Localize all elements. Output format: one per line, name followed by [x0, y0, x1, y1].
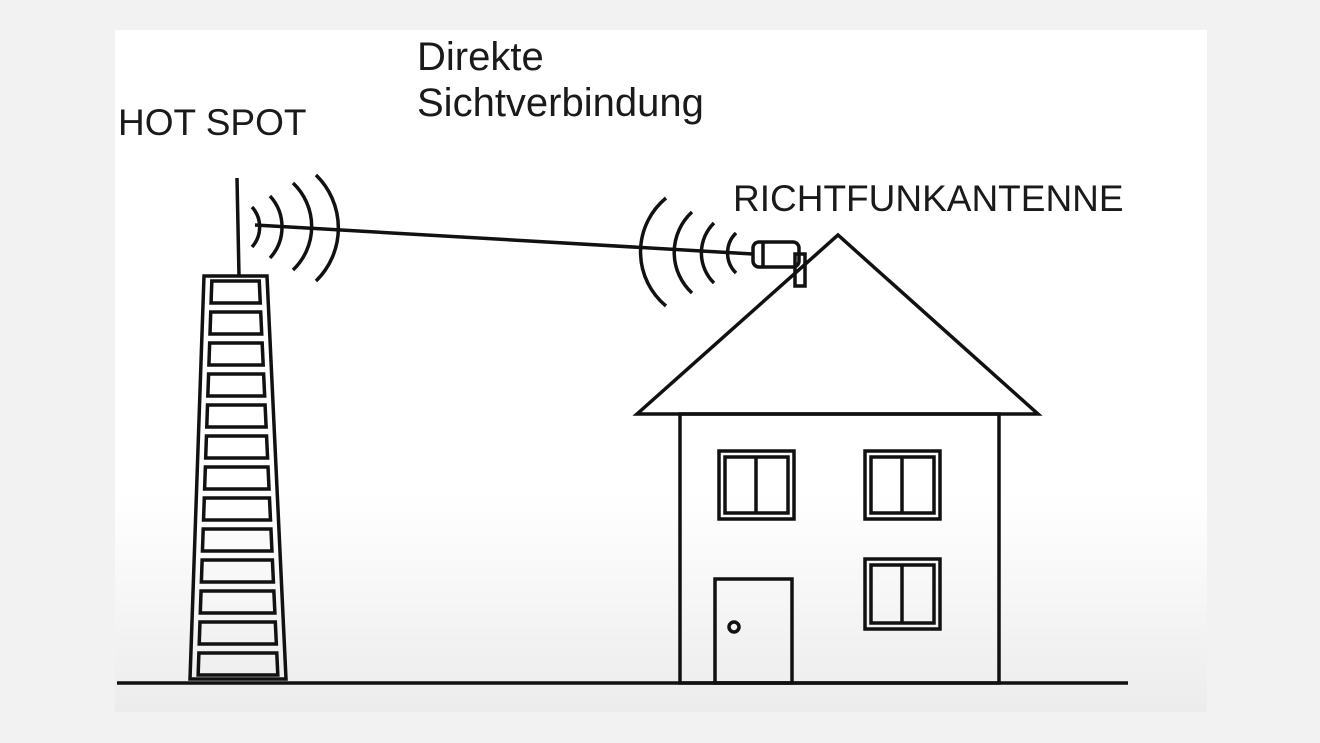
tower-rung [196, 651, 280, 677]
window-top-right [863, 449, 942, 521]
tower-rung [200, 527, 274, 553]
door-knob [727, 620, 741, 634]
line-of-sight-label-line2: Sichtverbindung [417, 81, 704, 125]
tower-rung [203, 434, 270, 460]
tower-rung [199, 558, 276, 584]
antenna-signal-icon [638, 196, 738, 308]
tower-rung [207, 341, 266, 367]
tower-mast [235, 177, 241, 277]
directional-antenna-icon [751, 240, 807, 288]
tower-rung [204, 403, 268, 429]
tower-rung [209, 279, 263, 305]
diagram-panel [115, 30, 1207, 712]
line-of-sight [254, 223, 754, 256]
tower-rung [208, 310, 264, 336]
tower-rung [202, 465, 271, 491]
tower-rung [206, 372, 267, 398]
tower-frame [188, 274, 288, 681]
tower-rung [201, 496, 273, 522]
tower-rung [198, 589, 277, 615]
house-body [678, 412, 1001, 685]
window-bottom-right [863, 557, 942, 631]
house-roof [632, 232, 1043, 416]
antenna-label: RICHTFUNKANTENNE [733, 178, 1124, 219]
line-of-sight-label-line1: Direkte [417, 35, 544, 79]
tower-icon [188, 274, 288, 681]
line-of-sight-label: Direkte Sichtverbindung [417, 34, 704, 126]
window-top-left [717, 449, 796, 521]
hotspot-label: HOT SPOT [118, 102, 307, 143]
tower-rung [197, 620, 279, 646]
house-door [713, 577, 794, 685]
